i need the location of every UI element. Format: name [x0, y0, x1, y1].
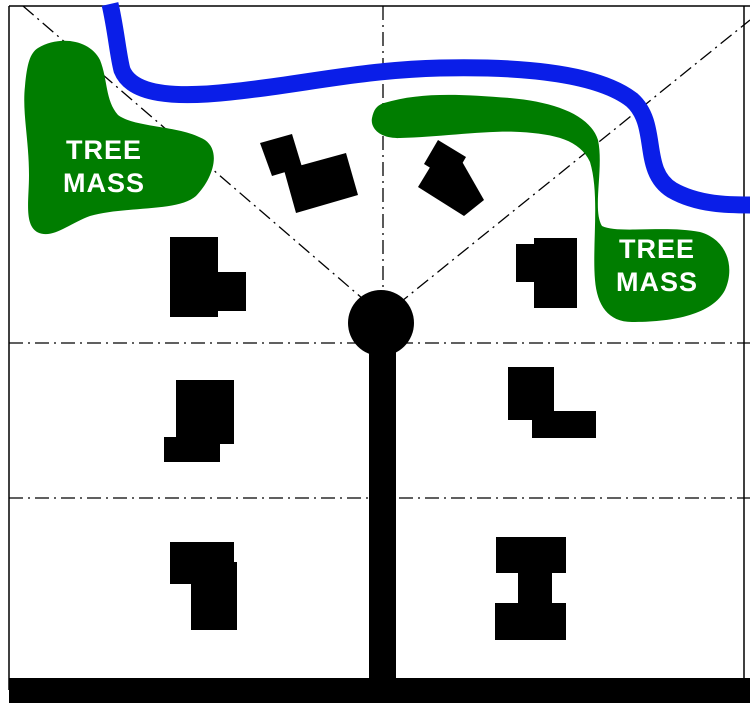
building-north-right — [418, 140, 484, 216]
tree-mass-left: TREE MASS — [24, 40, 214, 235]
building-west-3 — [170, 542, 237, 630]
building-east-2 — [508, 367, 596, 438]
road-access-drive — [369, 322, 396, 682]
building-west-2 — [164, 380, 234, 462]
tree-mass-right-label-line2: MASS — [616, 267, 698, 297]
road — [9, 290, 750, 703]
site-boundary — [8, 5, 750, 690]
building-north-left — [260, 134, 358, 213]
building-east-1 — [516, 238, 577, 308]
river — [101, 2, 750, 214]
tree-mass-right-label-line1: TREE — [619, 234, 695, 264]
road-main-street — [9, 678, 750, 703]
buildings — [164, 134, 596, 640]
building-west-1 — [170, 237, 246, 317]
tree-mass-left-label-line2: MASS — [63, 168, 145, 198]
tree-mass-left-label-line1: TREE — [66, 135, 142, 165]
tree-mass-right: TREE MASS — [371, 94, 730, 322]
building-east-3 — [495, 537, 566, 640]
cul-de-sac-icon — [348, 290, 414, 356]
